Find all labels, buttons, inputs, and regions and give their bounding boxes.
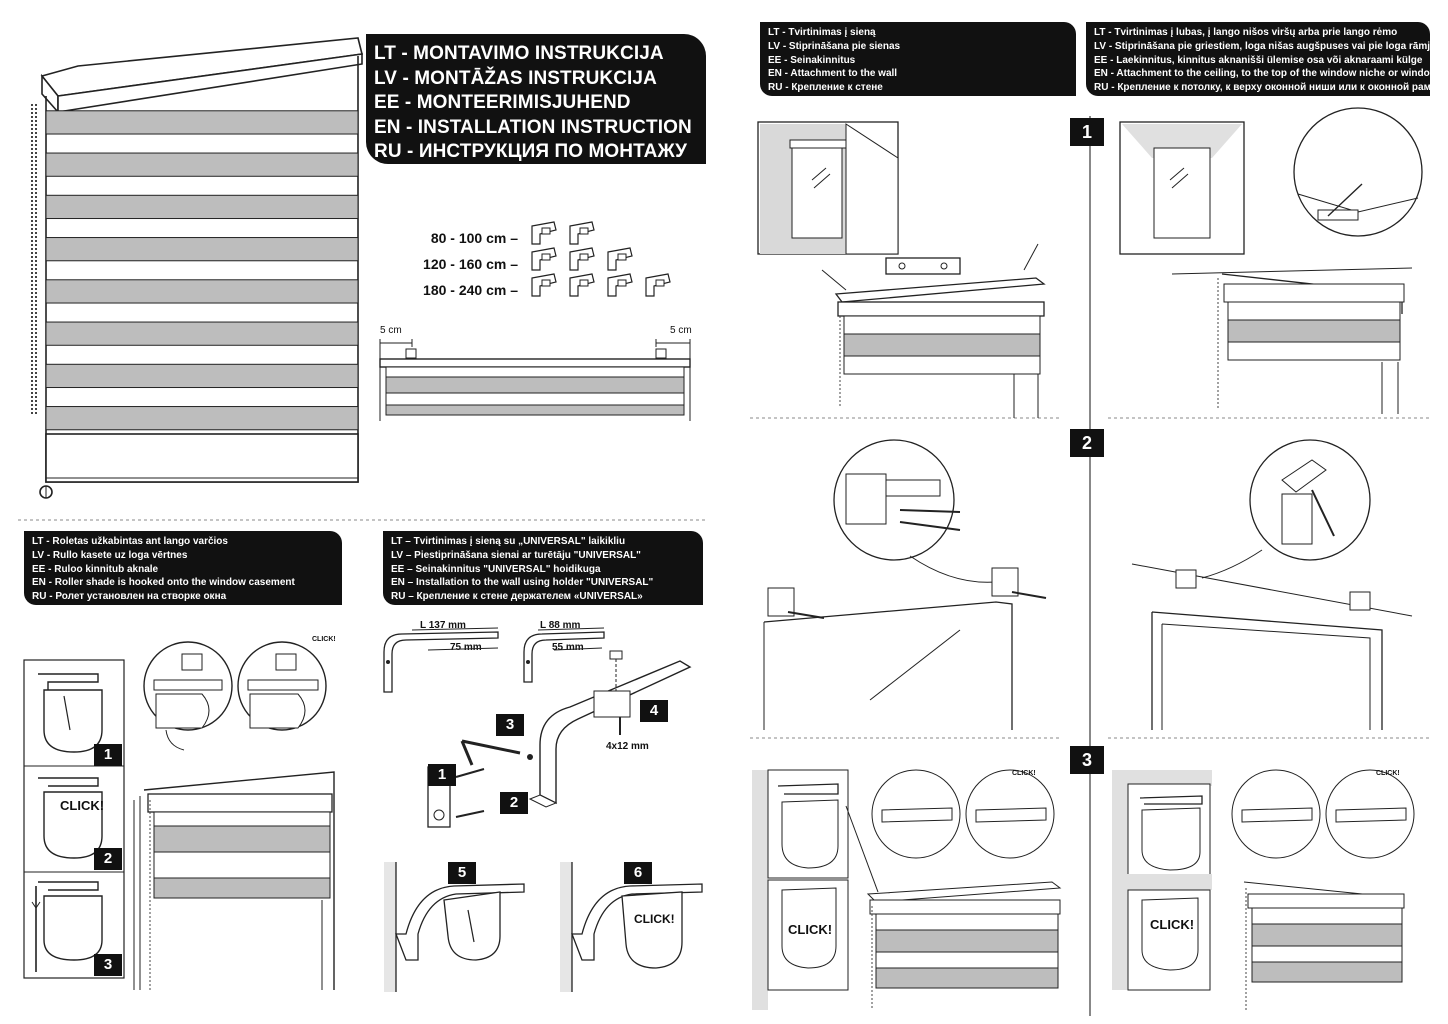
casement-window-with-blind bbox=[133, 771, 335, 990]
fabric-stripe bbox=[45, 237, 359, 262]
title-box: LT - MONTAVIMO INSTRUKCIJA LV - MONTĀŽAS… bbox=[366, 34, 706, 164]
universal-step-5-illustration bbox=[384, 862, 525, 992]
click-label-wall-3-detail: CLICK! bbox=[1012, 770, 1036, 777]
fabric-stripe bbox=[45, 152, 359, 177]
casement-en: EN - Roller shade is hooked onto the win… bbox=[32, 577, 295, 589]
title-line-lt: LT - MONTAVIMO INSTRUKCIJA bbox=[374, 43, 664, 64]
fabric-stripe bbox=[45, 321, 359, 346]
bracket-icon bbox=[531, 221, 557, 245]
casement-lt: LT - Roletas užkabintas ant lango varčio… bbox=[32, 536, 228, 547]
universal-ee: EE – Seinakinnitus "UNIVERSAL" hoidikuga bbox=[391, 563, 601, 575]
ceiling-lv: LV - Stiprināšana pie griestiem, loga ni… bbox=[1094, 40, 1436, 52]
fabric-stripe bbox=[45, 194, 359, 220]
ceiling-ru: RU - Крепление к потолку, к верху оконно… bbox=[1094, 82, 1437, 94]
casement-lv: LV - Rullo kasete uz loga vērtnes bbox=[32, 549, 188, 561]
step-badge-universal-4: 4 bbox=[640, 700, 668, 722]
wall-en: EN - Attachment to the wall bbox=[768, 68, 898, 80]
fabric-stripe bbox=[45, 110, 359, 135]
bracket-icon bbox=[569, 273, 595, 297]
click-label-wall-3: CLICK! bbox=[788, 922, 833, 937]
casement-ru: RU - Ролет установлен на створке окна bbox=[32, 591, 227, 603]
ceiling-en: EN - Attachment to the ceiling, to the t… bbox=[1094, 68, 1448, 80]
ceiling-lt: LT - Tvirtinimas į lubas, į lango nišos … bbox=[1094, 27, 1398, 38]
click-label-casement-detail: CLICK! bbox=[312, 636, 336, 643]
step-badge-casement-1: 1 bbox=[94, 744, 122, 766]
holder-profiles bbox=[383, 627, 605, 693]
bracket-size-list: 80 - 100 cm – 120 - 160 cm – 180 - 240 c… bbox=[420, 225, 518, 303]
wall-ee: EE - Seinakinnitus bbox=[768, 54, 856, 66]
dashed-separators-right bbox=[750, 417, 1430, 739]
ceiling-ee: EE - Laekinnitus, kinnitus aknanišši üle… bbox=[1094, 54, 1423, 66]
section-header-wall: LT - Tvirtinimas į sieną LV - Stiprināša… bbox=[760, 22, 1076, 96]
holder-long-length: L 137 mm bbox=[420, 620, 466, 631]
bracket-icon bbox=[645, 273, 671, 297]
bracket-icons bbox=[531, 221, 671, 297]
click-label-universal-6: CLICK! bbox=[634, 912, 675, 926]
size-120-160: 120 - 160 cm – bbox=[423, 256, 518, 272]
fabric-stripe bbox=[45, 279, 359, 304]
bracket-icon bbox=[531, 247, 557, 271]
wall-lv: LV - Stiprināšana pie sienas bbox=[768, 40, 901, 52]
step-badge-universal-3: 3 bbox=[496, 714, 524, 736]
wall-step-3-illustration bbox=[752, 769, 1062, 1010]
wall-lt: LT - Tvirtinimas į sieną bbox=[768, 27, 876, 38]
roller-blind-illustration bbox=[31, 37, 363, 499]
section-header-universal: LT – Tvirtinimas į sieną su „UNIVERSAL" … bbox=[383, 531, 703, 605]
universal-en: EN – Installation to the wall using hold… bbox=[391, 577, 654, 589]
universal-holder-assembly bbox=[427, 650, 692, 828]
bracket-icon bbox=[531, 273, 557, 297]
fabric-stripe bbox=[45, 406, 359, 431]
holder-short-inner: 55 mm bbox=[552, 642, 584, 653]
size-80-100: 80 - 100 cm – bbox=[430, 230, 518, 246]
wall-ru: RU - Крепление к стене bbox=[768, 82, 883, 94]
casement-detail-circles bbox=[143, 641, 327, 751]
cassette-side-view bbox=[379, 339, 691, 421]
step-badge-universal-1: 1 bbox=[428, 764, 456, 786]
bracket-icon bbox=[607, 247, 633, 271]
step-badge-casement-3: 3 bbox=[94, 954, 122, 976]
holder-short-length: L 88 mm bbox=[540, 620, 581, 631]
title-line-lv: LV - MONTĀŽAS INSTRUKCIJA bbox=[374, 67, 657, 89]
fabric-stripes bbox=[45, 110, 359, 431]
section-header-casement: LT - Roletas užkabintas ant lango varčio… bbox=[24, 531, 342, 605]
step-badge-casement-2: 2 bbox=[94, 848, 122, 870]
universal-ru: RU – Крепление к стене держателем «UNIVE… bbox=[391, 591, 643, 603]
bracket-icon bbox=[569, 221, 595, 245]
ceiling-step-3-illustration bbox=[1112, 769, 1415, 1010]
size-180-240: 180 - 240 cm – bbox=[423, 282, 518, 298]
ceiling-step-1-illustration bbox=[1119, 107, 1423, 414]
step-badge-big-1: 1 bbox=[1070, 118, 1104, 146]
bracket-icon bbox=[607, 273, 633, 297]
click-label-ceiling-3: CLICK! bbox=[1150, 917, 1195, 932]
universal-step-6-illustration bbox=[560, 862, 703, 992]
step-badge-big-2: 2 bbox=[1070, 429, 1104, 457]
screw-size-label: 4x12 mm bbox=[606, 741, 649, 752]
title-line-en: EN - INSTALLATION INSTRUCTION bbox=[374, 116, 692, 138]
title-line-ru: RU - ИНСТРУКЦИЯ ПО МОНТАЖУ bbox=[374, 141, 688, 162]
casement-ee: EE - Ruloo kinnitub aknale bbox=[32, 563, 159, 575]
wall-step-1-illustration bbox=[757, 121, 1046, 418]
step-badge-universal-6: 6 bbox=[624, 862, 652, 884]
click-label-ceiling-3-detail: CLICK! bbox=[1376, 770, 1400, 777]
wall-step-2-illustration bbox=[763, 439, 1047, 730]
dashed-separator-left bbox=[18, 519, 708, 521]
margin-label-left: 5 cm bbox=[380, 325, 402, 336]
vertical-separator bbox=[1089, 116, 1091, 1016]
fabric-stripe bbox=[45, 363, 359, 389]
holder-long-inner: 75 mm bbox=[450, 642, 482, 653]
click-label-casement-2: CLICK! bbox=[60, 798, 105, 813]
step-badge-big-3: 3 bbox=[1070, 746, 1104, 774]
ceiling-step-2-illustration bbox=[1131, 439, 1413, 730]
casement-step-panels bbox=[23, 659, 125, 979]
universal-lt: LT – Tvirtinimas į sieną su „UNIVERSAL" … bbox=[391, 536, 626, 547]
step-badge-universal-5: 5 bbox=[448, 862, 476, 884]
margin-label-right: 5 cm bbox=[670, 325, 692, 336]
step-badge-universal-2: 2 bbox=[500, 792, 528, 814]
section-header-ceiling: LT - Tvirtinimas į lubas, į lango nišos … bbox=[1086, 22, 1448, 96]
title-line-ee: EE - MONTEERIMISJUHEND bbox=[374, 92, 631, 113]
universal-lv: LV – Piestiprināšana sienai ar turētāju … bbox=[391, 549, 641, 561]
bracket-icon bbox=[569, 247, 595, 271]
